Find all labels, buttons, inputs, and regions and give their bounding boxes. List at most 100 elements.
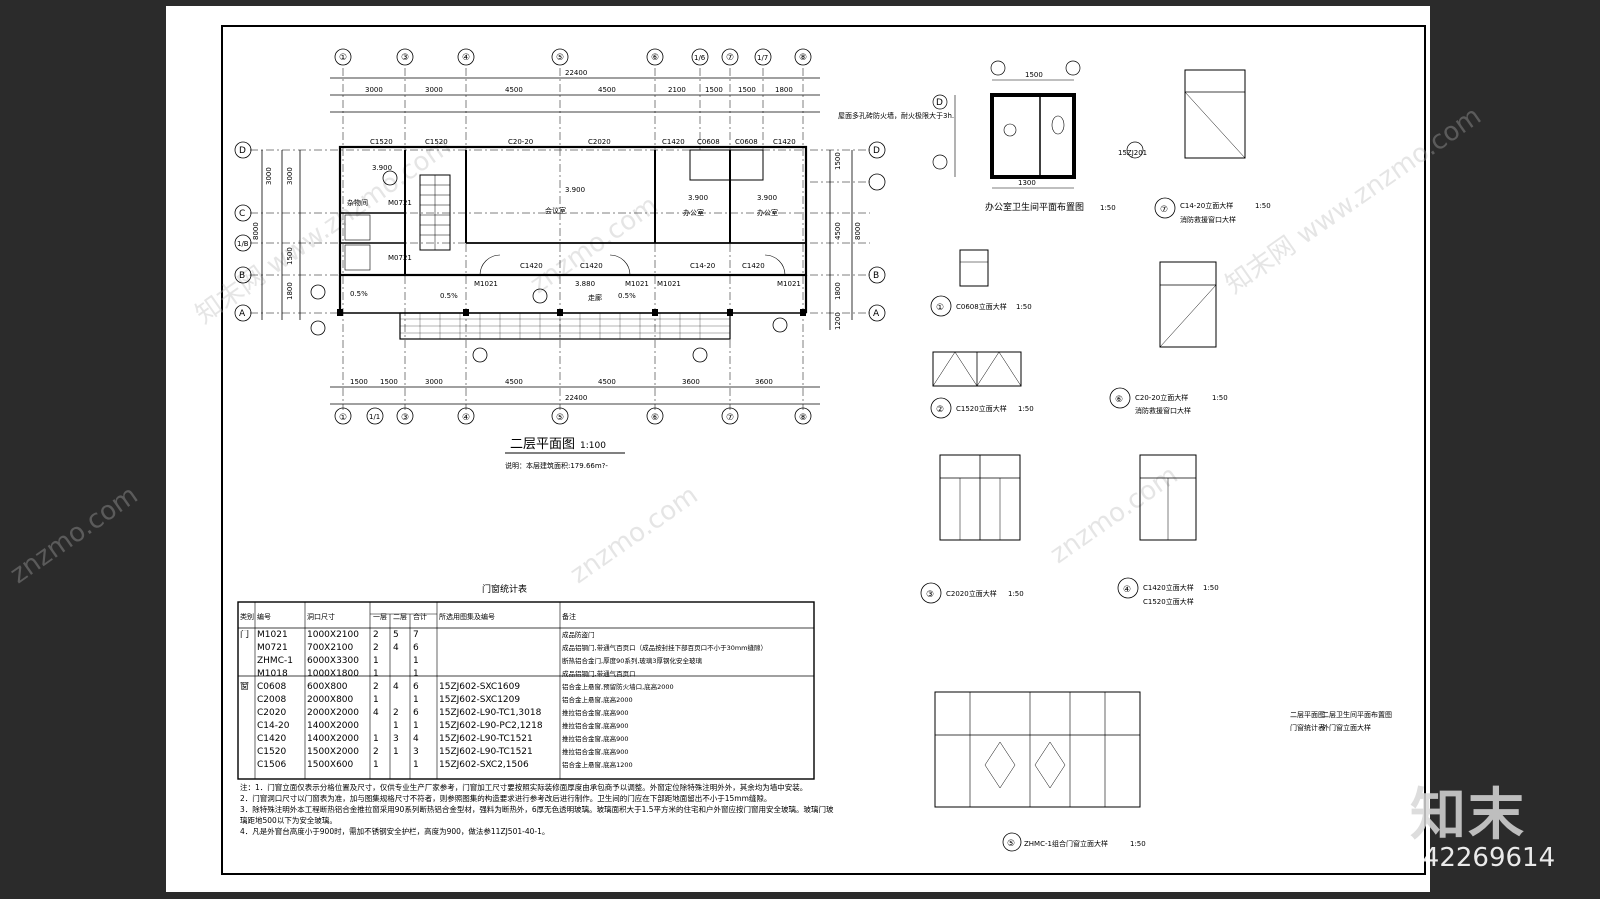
schedule-cell: C1420 [257, 734, 287, 744]
watermark-id: ID: 1142269614 [1345, 843, 1556, 873]
dimension: 1200 [834, 312, 842, 330]
room-name: 杂物间 [347, 198, 368, 207]
schedule-cell: 1500X2000 [307, 747, 359, 757]
window-tag: C1420 [773, 138, 796, 146]
schedule-cell: 推拉铝合金窗,底高900 [562, 709, 629, 717]
elevation-title: C20-20立面大样 [1135, 393, 1188, 402]
schedule-cell: 5 [393, 630, 399, 640]
schedule-cell: 1 [413, 721, 419, 731]
dimension: 8000 [854, 222, 862, 240]
schedule-cell: 6 [413, 708, 419, 718]
dimension: 3000 [265, 167, 273, 185]
note-line: 4．凡是外窗台高度小于900时，需加不锈钢安全护栏，高度为900，做法参11ZJ… [240, 827, 550, 836]
schedule-header: 编号 [257, 613, 271, 621]
elevation-title: C2020立面大样 [946, 589, 997, 598]
schedule-cell: 断热铝合金门,厚度90系列,玻璃3厚钢化安全玻璃 [562, 657, 703, 665]
schedule-cell: 6 [413, 682, 419, 692]
dimension: 1800 [834, 282, 842, 300]
dimension: 1500 [350, 378, 368, 386]
elevation-title: C1520立面大样 [956, 404, 1007, 413]
room-elevation: 3.900 [757, 194, 777, 202]
axis-label: ⑥ [651, 413, 659, 423]
schedule-cell: 7 [413, 630, 419, 640]
elevation-title: C0608立面大样 [956, 302, 1007, 311]
schedule-header: 备注 [562, 613, 576, 621]
elevation-number: ⑥ [1115, 395, 1123, 405]
schedule-cell: C2020 [257, 708, 287, 718]
axis-label: D [873, 146, 880, 156]
window-tag: C1420 [580, 262, 603, 270]
elevation-title: ZHMC-1组合门窗立面大样 [1024, 839, 1108, 848]
dimension: 3000 [286, 167, 294, 185]
elevation-title-2: 消防救援窗口大样 [1135, 406, 1191, 415]
schedule-cell: 推拉铝合金窗,底高900 [562, 748, 629, 756]
door-tag: M0721 [388, 199, 412, 207]
plan-title: 二层平面图 [510, 437, 575, 452]
room-name: 会议室 [545, 206, 566, 215]
schedule-cell: 15ZJ602-L90-PC2,1218 [439, 721, 543, 731]
schedule-cell: C1506 [257, 760, 287, 770]
schedule-cell: 6000X3300 [307, 656, 359, 666]
axis-label: 1/B [237, 240, 249, 248]
elevation-details [920, 69, 1246, 852]
elevation-scale: 1:50 [1008, 590, 1024, 598]
elevation-scale: 1:50 [1018, 405, 1034, 413]
schedule-cell: 6 [413, 643, 419, 653]
schedule-cell: 2 [373, 682, 379, 692]
schedule-cell: C14-20 [257, 721, 290, 731]
elevation-scale: 1:50 [1203, 584, 1219, 592]
window-tag: C0608 [697, 138, 720, 146]
schedule-cell: 推拉铝合金窗,底高900 [562, 735, 629, 743]
axis-label: ⑧ [799, 53, 807, 63]
room-elevation: 3.900 [372, 164, 392, 172]
schedule-title: 门窗统计表 [482, 583, 527, 595]
window-tag: C1420 [662, 138, 685, 146]
axis-label: A [239, 309, 246, 319]
plan-area-note: 说明：本层建筑面积:179.66m?- [505, 461, 608, 470]
schedule-cell: 1 [413, 656, 419, 666]
dimension: 4500 [505, 378, 523, 386]
dimension: 4500 [598, 86, 616, 94]
schedule-cell: 1 [413, 760, 419, 770]
schedule-cell: M1021 [257, 630, 288, 640]
toilet-detail-labels: 1500 1300 15ZJ201 办公室卫生间平面布置图 1:50 D [936, 71, 1147, 213]
elevation-title: C1420立面大样 [1143, 583, 1194, 592]
schedule-cell: 4 [413, 734, 419, 744]
elevation-scale: 1:50 [1130, 840, 1146, 848]
schedule-cell: 15ZJ602-SXC1609 [439, 682, 521, 692]
svg-text:二层平面图: 二层平面图 [1290, 711, 1325, 719]
plan-scale: 1:100 [580, 441, 606, 451]
note-line: 3．除特殊注明外本工程断热铝合金推拉窗采用90系列断热铝合金型材，强料为断热外，… [240, 805, 834, 825]
room-elevation: 3.900 [565, 186, 585, 194]
elevation-scale: 1:50 [1016, 303, 1032, 311]
schedule-cell: 1 [373, 760, 379, 770]
schedule-cell: 2 [373, 643, 379, 653]
room-name: 办公室 [757, 208, 778, 217]
door-tag: M1021 [657, 280, 681, 288]
dimension: 8000 [252, 222, 260, 240]
axis-label: ⑧ [799, 413, 807, 423]
axis-label: ③ [401, 413, 409, 423]
schedule-cell: 1000X1800 [307, 669, 359, 679]
schedule-cell: 15ZJ602-SXC1209 [439, 695, 521, 705]
schedule-cell: 4 [393, 682, 399, 692]
watermark-logo: 知末 [1410, 783, 1526, 848]
slope-label: 0.5% [618, 292, 636, 300]
elevation-title-2: C1520立面大样 [1143, 597, 1194, 606]
dimension: 3000 [365, 86, 383, 94]
elevation-number: ③ [926, 590, 934, 600]
axis-label: 1/7 [757, 54, 768, 62]
reference: 15ZJ201 [1118, 149, 1147, 157]
room-name: 办公室 [683, 208, 704, 217]
axis-label: ⑦ [726, 53, 734, 63]
door-tag: M0721 [388, 254, 412, 262]
schedule-cell: 1500X600 [307, 760, 354, 770]
schedule-header: 所选用图集及编号 [439, 613, 495, 621]
room-name: 走廊 [588, 293, 602, 302]
door-tag: M1021 [625, 280, 649, 288]
axis-label: A [873, 309, 880, 319]
elevation-number: ① [936, 303, 944, 313]
elevation-title-2: 消防救援窗口大样 [1180, 215, 1236, 224]
dimension: 3000 [425, 86, 443, 94]
schedule-cell: C1520 [257, 747, 287, 757]
